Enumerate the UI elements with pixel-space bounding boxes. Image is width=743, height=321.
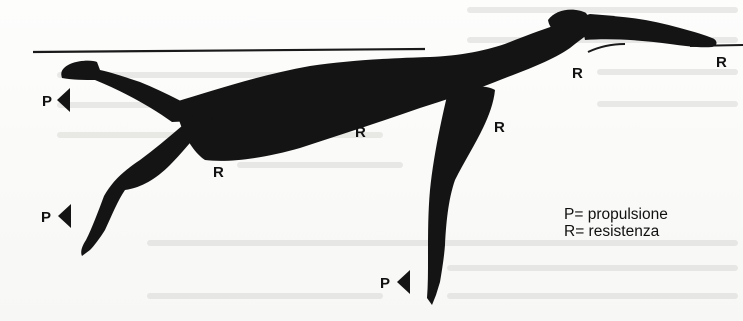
legend: P= propulsione R= resistenza xyxy=(564,206,668,240)
label-p-hand: P xyxy=(380,276,390,291)
propulsion-arrow-lower xyxy=(58,204,71,228)
swimmer-silhouette xyxy=(61,10,716,305)
label-r-shoulder: R xyxy=(572,66,583,81)
label-p-lower-foot: P xyxy=(41,210,51,225)
propulsion-arrow-hand xyxy=(397,270,410,294)
legend-propulsion: P= propulsione xyxy=(564,206,668,223)
label-r-right-arm: R xyxy=(716,55,727,70)
legend-resistance: R= resistenza xyxy=(564,223,668,240)
label-r-thigh: R xyxy=(213,165,224,180)
water-surface-line xyxy=(33,49,425,52)
label-p-upper-foot: P xyxy=(42,94,52,109)
propulsion-arrow-upper xyxy=(57,88,70,112)
label-r-chest: R xyxy=(494,120,505,135)
label-r-back: R xyxy=(355,125,366,140)
water-surface-line-right xyxy=(588,44,625,52)
